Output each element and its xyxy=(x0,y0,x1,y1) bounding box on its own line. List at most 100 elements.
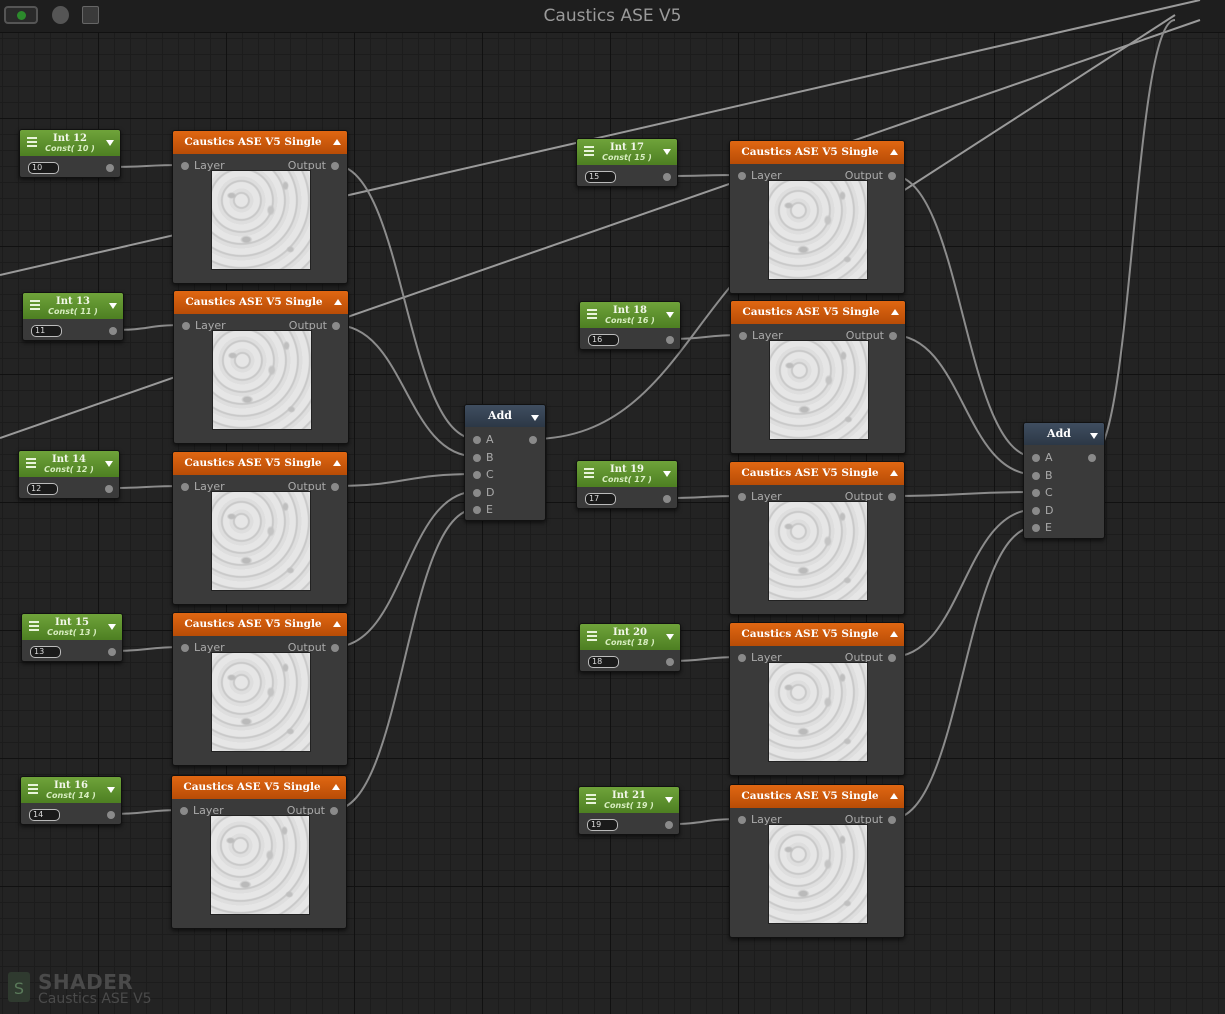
output-port[interactable] xyxy=(331,644,339,652)
add-input-port[interactable] xyxy=(473,436,481,444)
chevron-down-icon[interactable] xyxy=(105,461,113,467)
menu-icon[interactable] xyxy=(28,784,38,794)
output-port[interactable] xyxy=(105,485,113,493)
output-port[interactable] xyxy=(888,172,896,180)
output-port[interactable] xyxy=(666,336,674,344)
texture-node-header[interactable]: Caustics ASE V5 Single xyxy=(174,291,348,314)
menu-icon[interactable] xyxy=(587,631,597,641)
int-value-field[interactable]: 11 xyxy=(31,325,62,337)
int-value-field[interactable]: 12 xyxy=(27,483,58,495)
int-value-field[interactable]: 10 xyxy=(28,162,59,174)
chevron-up-icon[interactable] xyxy=(891,309,899,315)
add-node-header[interactable]: Add xyxy=(1024,423,1104,445)
chevron-down-icon[interactable] xyxy=(666,312,674,318)
add-input-port[interactable] xyxy=(1032,524,1040,532)
output-port[interactable] xyxy=(330,807,338,815)
add-input-port[interactable] xyxy=(1032,471,1040,480)
output-port[interactable] xyxy=(888,493,896,501)
int-value-field[interactable]: 19 xyxy=(587,819,618,831)
output-port[interactable] xyxy=(331,162,339,170)
layer-input-port[interactable] xyxy=(738,172,746,180)
chevron-down-icon[interactable] xyxy=(666,634,674,640)
add-input-port[interactable] xyxy=(1032,454,1040,462)
int-value-field[interactable]: 14 xyxy=(29,809,60,821)
layer-input-port[interactable] xyxy=(738,816,746,824)
output-port[interactable] xyxy=(109,327,117,335)
layer-input-port[interactable] xyxy=(181,644,189,652)
chevron-down-icon[interactable] xyxy=(663,149,671,155)
int-value-field[interactable]: 15 xyxy=(585,171,616,183)
output-port[interactable] xyxy=(332,322,340,330)
chevron-down-icon[interactable] xyxy=(108,624,116,630)
chevron-down-icon[interactable] xyxy=(665,797,673,803)
chevron-down-icon[interactable] xyxy=(531,415,539,421)
layer-input-port[interactable] xyxy=(181,483,189,491)
add-input-port[interactable] xyxy=(1032,506,1040,515)
menu-icon[interactable] xyxy=(26,458,36,468)
chevron-up-icon[interactable] xyxy=(333,139,341,145)
chevron-up-icon[interactable] xyxy=(890,470,898,476)
int-value-field[interactable]: 17 xyxy=(585,493,616,505)
texture-node-header[interactable]: Caustics ASE V5 Single xyxy=(173,613,347,636)
menu-icon[interactable] xyxy=(586,794,596,804)
texture-node-header[interactable]: Caustics ASE V5 Single xyxy=(173,131,347,154)
chevron-up-icon[interactable] xyxy=(890,149,898,155)
layer-input-port[interactable] xyxy=(181,162,189,170)
texture-node-header[interactable]: Caustics ASE V5 Single xyxy=(730,785,904,808)
output-port[interactable] xyxy=(663,173,671,181)
add-input-port[interactable] xyxy=(473,506,481,514)
output-port[interactable] xyxy=(107,811,115,819)
add-node-header[interactable]: Add xyxy=(465,405,545,427)
output-port[interactable] xyxy=(888,654,896,662)
layer-input-port[interactable] xyxy=(738,493,746,501)
output-port[interactable] xyxy=(666,658,674,666)
chevron-down-icon[interactable] xyxy=(1090,433,1098,439)
menu-icon[interactable] xyxy=(584,468,594,478)
int-value-field[interactable]: 13 xyxy=(30,646,61,658)
chevron-up-icon[interactable] xyxy=(332,784,340,790)
add-input-port[interactable] xyxy=(473,471,481,479)
layer-input-port[interactable] xyxy=(182,322,190,330)
texture-node-header[interactable]: Caustics ASE V5 Single xyxy=(730,623,904,646)
int-value-field[interactable]: 16 xyxy=(588,334,619,346)
output-port[interactable] xyxy=(665,821,673,829)
chevron-down-icon[interactable] xyxy=(106,140,114,146)
output-port[interactable] xyxy=(889,332,897,340)
int-value-field[interactable]: 18 xyxy=(588,656,619,668)
output-port[interactable] xyxy=(529,436,537,444)
menu-icon[interactable] xyxy=(29,621,39,631)
layer-input-port[interactable] xyxy=(739,332,747,340)
add-input-port[interactable] xyxy=(473,488,481,497)
chevron-up-icon[interactable] xyxy=(333,621,341,627)
chevron-up-icon[interactable] xyxy=(334,299,342,305)
add-input-port[interactable] xyxy=(473,453,481,462)
chevron-up-icon[interactable] xyxy=(333,460,341,466)
menu-icon[interactable] xyxy=(587,309,597,319)
menu-icon[interactable] xyxy=(27,137,37,147)
layer-input-port[interactable] xyxy=(738,654,746,662)
